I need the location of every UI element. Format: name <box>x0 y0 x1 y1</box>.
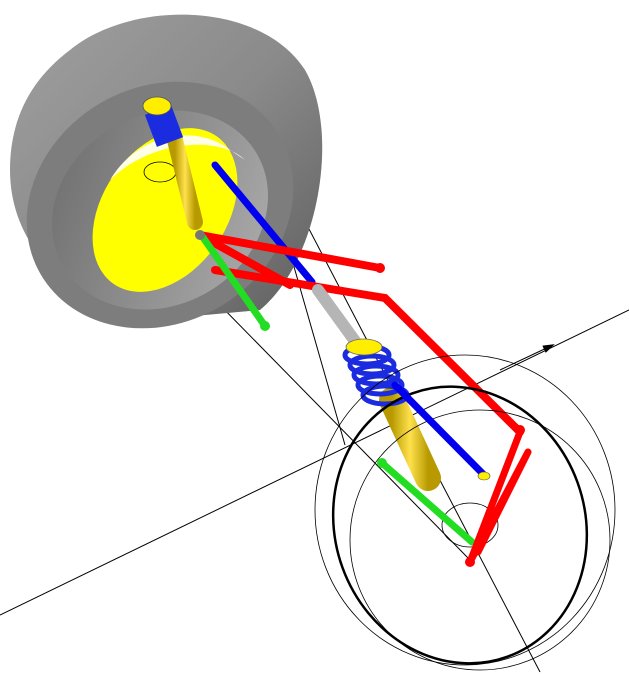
links-upper[interactable] <box>195 161 524 436</box>
wheel-wireframe[interactable] <box>295 351 626 680</box>
lower-link[interactable] <box>378 459 476 546</box>
kingpin-post <box>167 132 203 230</box>
joint <box>195 230 205 240</box>
joint <box>515 425 525 435</box>
spring-damper-unit[interactable] <box>312 284 441 491</box>
joint <box>377 458 387 468</box>
ground-axis-line <box>0 309 629 616</box>
joint <box>260 321 270 331</box>
top-mount-cylinder <box>144 105 184 147</box>
upper-wishbone[interactable] <box>196 231 384 272</box>
links-lower[interactable] <box>377 381 532 567</box>
spring-top-cap <box>345 338 383 356</box>
upright-red-arm[interactable] <box>466 428 532 566</box>
wheel-solid[interactable] <box>0 14 339 377</box>
wire-ellipse <box>331 385 589 665</box>
lower-wishbone[interactable] <box>211 266 524 436</box>
lower-link-upper[interactable] <box>198 232 269 330</box>
wire-ellipse <box>349 409 611 671</box>
tie-rod-lower[interactable] <box>391 381 489 480</box>
wire-ellipse <box>441 502 499 548</box>
top-mount-cap <box>142 96 172 116</box>
piston-rod <box>312 284 366 354</box>
wire-ellipse <box>314 354 616 666</box>
upright-wheel-side[interactable] <box>142 96 203 230</box>
damper-body <box>379 387 441 491</box>
joint <box>465 557 475 567</box>
construction-line <box>214 299 471 561</box>
joint <box>477 471 491 481</box>
axis-arrow <box>499 344 555 371</box>
tie-rod-upper[interactable] <box>211 161 316 286</box>
hub-face <box>92 128 238 292</box>
joint <box>375 263 385 273</box>
